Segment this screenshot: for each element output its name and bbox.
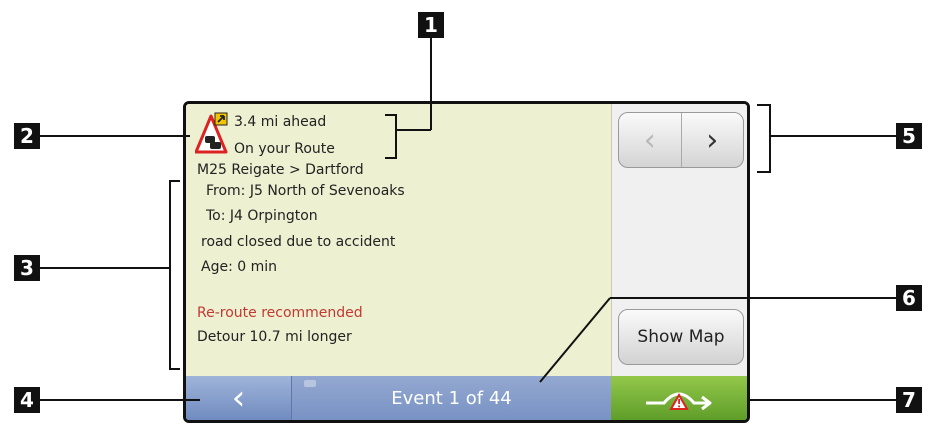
chevron-left-icon: ‹: [643, 122, 656, 158]
show-map-button[interactable]: Show Map: [618, 309, 744, 365]
device-screen: 3.4 mi ahead On your Route M25 Reigate >…: [183, 101, 750, 423]
back-chevron-icon: ‹: [231, 378, 246, 418]
detour-button[interactable]: [611, 376, 747, 420]
to-text: To: J4 Orpington: [206, 208, 318, 224]
event-nav-group: ‹ ›: [618, 112, 744, 168]
event-details-panel: 3.4 mi ahead On your Route M25 Reigate >…: [186, 104, 611, 376]
callout-badge-4: 4: [14, 387, 40, 413]
traffic-warning-icon: [195, 112, 228, 154]
detour-route-icon: [646, 392, 712, 411]
chevron-right-icon: ›: [706, 122, 719, 158]
event-counter-bar: Event 1 of 44: [291, 376, 611, 420]
distance-text: 3.4 mi ahead: [234, 114, 327, 130]
callout-badge-7: 7: [896, 387, 922, 413]
reroute-recommendation: Re-route recommended: [197, 305, 363, 321]
description-text: road closed due to accident: [201, 234, 396, 250]
next-event-button[interactable]: ›: [682, 113, 744, 167]
back-button[interactable]: ‹: [186, 376, 291, 420]
scroll-indicator: [304, 380, 316, 387]
route-status-text: On your Route: [234, 141, 335, 157]
callout-badge-1: 1: [418, 12, 444, 38]
detour-text: Detour 10.7 mi longer: [197, 329, 352, 345]
road-name: M25 Reigate > Dartford: [197, 162, 364, 178]
from-text: From: J5 North of Sevenoaks: [206, 183, 405, 199]
bottom-bar: ‹ Event 1 of 44: [186, 376, 747, 420]
callout-badge-5: 5: [896, 123, 922, 149]
callout-badge-2: 2: [14, 123, 40, 149]
previous-event-button[interactable]: ‹: [619, 113, 682, 167]
age-text: Age: 0 min: [201, 259, 278, 275]
event-counter: Event 1 of 44: [391, 387, 512, 409]
callout-badge-6: 6: [896, 285, 922, 311]
callout-badge-3: 3: [14, 255, 40, 281]
controls-panel: ‹ › Show Map: [611, 104, 747, 376]
